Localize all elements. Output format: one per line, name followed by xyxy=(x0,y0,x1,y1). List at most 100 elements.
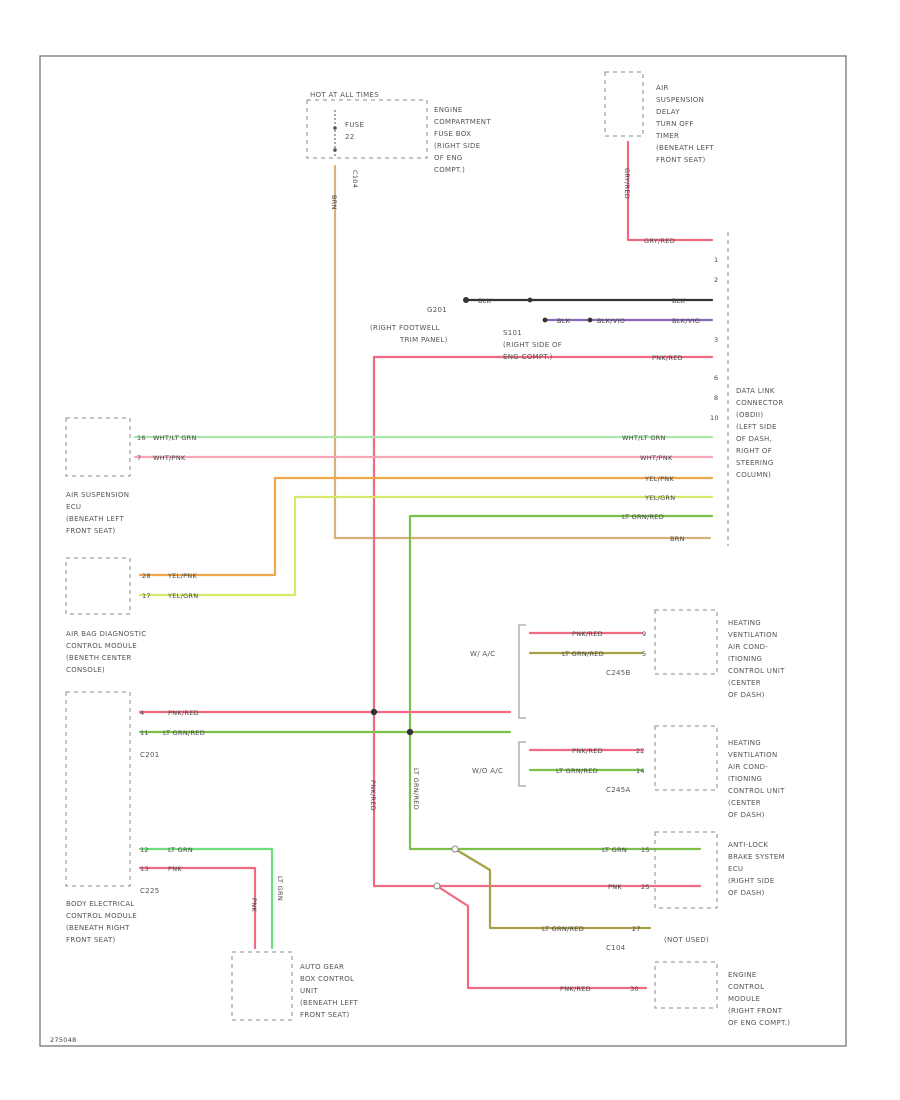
hvac1-wac: W/ A/C xyxy=(470,650,495,658)
g201-loc-2: TRIM PANEL) xyxy=(399,336,448,344)
wire-brn xyxy=(333,164,712,540)
fuse-box-line-1: ENGINE xyxy=(434,106,463,114)
timer-line-2: SUSPENSION xyxy=(656,96,704,104)
bd-c225: C225 xyxy=(140,887,159,895)
hvac1-c245b: C245B xyxy=(606,669,631,677)
ab-yel-pnk: YEL/PNK xyxy=(167,572,197,580)
fuse-box xyxy=(306,99,428,159)
timer-line-1: AIR xyxy=(656,84,669,92)
hvac2-line-5: CONTROL UNIT xyxy=(728,787,785,795)
bd-pin-11: 11 xyxy=(140,729,149,737)
wire-lt-grn-red xyxy=(408,514,714,851)
bd-pin-4: 4 xyxy=(140,709,144,717)
ecm-pnk-red: PNK/RED xyxy=(560,985,591,993)
wire-yel-grn xyxy=(138,495,714,597)
dlc-line-6: RIGHT OF xyxy=(736,447,772,455)
g201-label: G201 xyxy=(427,306,447,314)
hvac2-lt-grn-red: LT GRN/RED xyxy=(556,767,598,775)
hvac2-woac: W/O A/C xyxy=(472,767,503,775)
ab-line-4: CONSOLE) xyxy=(66,666,105,674)
blk-label-2: BLK xyxy=(672,297,686,305)
body-box xyxy=(65,691,131,887)
vert-lt-grn-red: LT GRN/RED xyxy=(412,768,420,810)
ab-line-2: CONTROL MODULE xyxy=(66,642,137,650)
ecm-pin-30: 30 xyxy=(630,985,639,993)
hvac1-line-4: ITIONING xyxy=(728,655,762,663)
gb-pnk-vert: PNK xyxy=(250,898,258,912)
fuse-wire-brn-label: BRN xyxy=(330,195,338,210)
fuse-box-line-3: FUSE BOX xyxy=(434,130,471,138)
bd-line-4: FRONT SEAT) xyxy=(66,936,116,944)
dlc-pin-1: 1 xyxy=(714,256,718,264)
abs-line-2: BRAKE SYSTEM xyxy=(728,853,785,861)
hvac1-box xyxy=(654,609,718,675)
nu-pin-27: 27 xyxy=(632,925,641,933)
ase-line-4: FRONT SEAT) xyxy=(66,527,116,535)
dlc-pin-6: 10 xyxy=(710,414,719,422)
hvac2-pin-14: 14 xyxy=(636,767,645,775)
ab-yel-grn: YEL/GRN xyxy=(167,592,198,600)
fuse-box-line-2: COMPARTMENT xyxy=(434,118,491,126)
dlc-pin-5: 8 xyxy=(714,394,718,402)
bd-pnk-red: PNK/RED xyxy=(168,709,199,717)
hvac2-line-4: ITIONING xyxy=(728,775,762,783)
dlc-pin-3: 3 xyxy=(714,336,718,344)
hvac2-pnk-red: PNK/RED xyxy=(572,747,603,755)
timer-gry-red-h: GRY/RED xyxy=(644,237,675,245)
hvac2-box xyxy=(654,725,718,791)
timer-line-7: FRONT SEAT) xyxy=(656,156,706,164)
hvac1-line-1: HEATING xyxy=(728,619,761,627)
hvac1-line-5: CONTROL UNIT xyxy=(728,667,785,675)
blk-label-3: BLK xyxy=(557,317,571,325)
bd-pin-13: 13 xyxy=(140,865,149,873)
ase-wht-pnk: WHT/PNK xyxy=(153,454,186,462)
figure-number: 275048 xyxy=(50,1036,77,1044)
g201-loc-1: (RIGHT FOOTWELL xyxy=(370,324,440,332)
dlc-line-2: CONNECTOR xyxy=(736,399,784,407)
gb-line-4: (BENEATH LEFT xyxy=(300,999,358,1007)
vert-pnk-red: PNK/RED xyxy=(369,780,377,811)
hvac2-c245a: C245A xyxy=(606,786,631,794)
fuse-hot-label: HOT AT ALL TIMES xyxy=(310,91,379,99)
ecm-line-1: ENGINE xyxy=(728,971,757,979)
dlc-line-5: OF DASH, xyxy=(736,435,772,443)
blk-vio-label-1: BLK/VIO xyxy=(597,317,625,325)
nu-c104: C104 xyxy=(606,944,626,952)
ab-line-3: (BENETH CENTER xyxy=(66,654,132,662)
splice-2 xyxy=(406,728,414,736)
hvac1-pin-5: 5 xyxy=(642,650,646,658)
diagram-frame xyxy=(39,55,847,1047)
hvac1-pin-9: 9 xyxy=(642,630,646,638)
bracket-wo-ac xyxy=(518,741,526,787)
hvac1-line-7: OF DASH) xyxy=(728,691,765,699)
ecm-line-4: (RIGHT FRONT xyxy=(728,1007,783,1015)
dlc-line-4: (LEFT SIDE xyxy=(736,423,777,431)
timer-line-5: TIMER xyxy=(655,132,679,140)
blk-vio-label-2: BLK/VIO xyxy=(672,317,700,325)
ase-line-3: (BENEATH LEFT xyxy=(66,515,124,523)
s101-pnk-red-label: PNK/RED xyxy=(652,354,683,362)
wire-body-pnk xyxy=(138,866,257,950)
hvac2-line-1: HEATING xyxy=(728,739,761,747)
timer-line-6: (BENEATH LEFT xyxy=(656,144,714,152)
hvac1-line-3: AIR COND- xyxy=(728,643,768,651)
gb-lt-grn-vert: LT GRN xyxy=(276,876,284,901)
nu-lt-grn-red: LT GRN/RED xyxy=(542,925,584,933)
hvac1-lt-grn-red: LT GRN/RED xyxy=(562,650,604,658)
ab-pin-28: 28 xyxy=(142,572,151,580)
dlc-wht-pnk: WHT/PNK xyxy=(640,454,673,462)
hvac2-line-2: VENTILATION xyxy=(728,751,777,759)
dlc-brn: BRN xyxy=(670,535,685,543)
splice-3 xyxy=(451,845,459,853)
dlc-line-3: (OBDII) xyxy=(736,411,763,419)
gb-line-5: FRONT SEAT) xyxy=(300,1011,350,1019)
bd-line-2: CONTROL MODULE xyxy=(66,912,137,920)
dlc-yel-pnk: YEL/PNK xyxy=(644,475,674,483)
hvac2-line-7: OF DASH) xyxy=(728,811,765,819)
bd-line-3: (BENEATH RIGHT xyxy=(66,924,130,932)
hvac2-pin-22: 22 xyxy=(636,747,645,755)
ase-pin-7: 7 xyxy=(137,454,141,462)
bd-pnk: PNK xyxy=(168,865,182,873)
ground-dot-3 xyxy=(542,317,548,323)
